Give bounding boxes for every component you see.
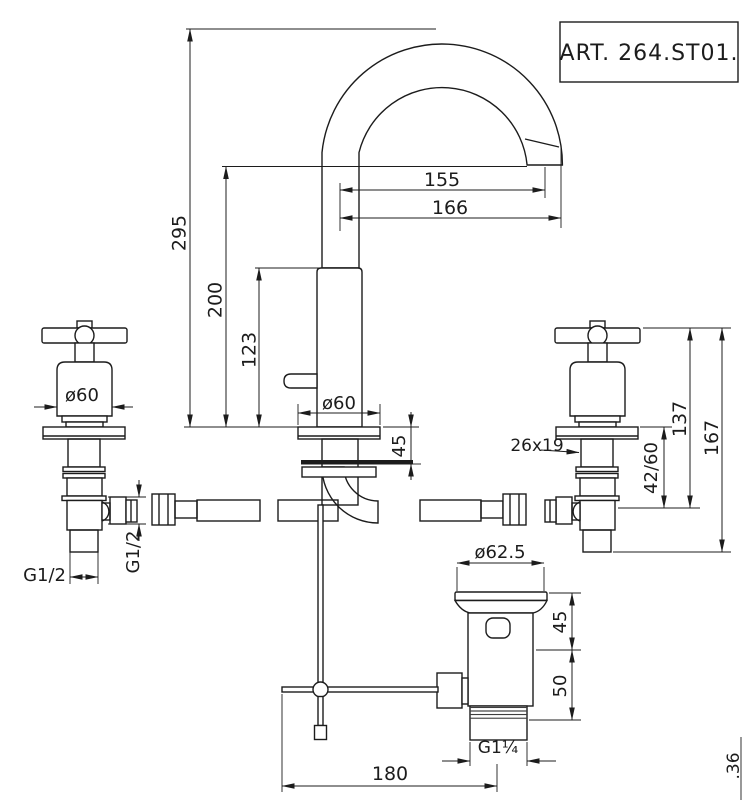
left-valve — [41, 320, 138, 553]
dim-waste-body-height: 50 — [550, 675, 571, 698]
hose-nut-left — [151, 493, 176, 526]
valve-body-right — [579, 499, 616, 531]
waste-flange — [454, 591, 548, 602]
body-side-stub — [283, 373, 318, 389]
dim-handle-total-height: 167 — [701, 420, 723, 456]
valve-bonnet-left — [56, 361, 113, 417]
lever-rod — [281, 686, 439, 693]
dim-tail-thread: G1/2 — [23, 565, 66, 586]
supply-hoses — [151, 466, 527, 526]
dim-reach-aerator: 155 — [424, 169, 460, 191]
dim-total-height: 295 — [169, 215, 191, 251]
dim-waste-diameter: ø62.5 — [474, 542, 525, 563]
dim-handle-outlet-height: 137 — [669, 401, 691, 437]
rod-end-knob — [313, 724, 328, 741]
valve-outlet-left — [109, 496, 127, 525]
dim-body-height: 123 — [239, 332, 261, 368]
dim-under-deck: 42/60 — [641, 442, 662, 494]
faucet-body — [316, 267, 363, 428]
aerator-joint — [524, 138, 560, 148]
gooseneck-spout — [321, 43, 564, 269]
hose-left — [196, 499, 261, 522]
dim-waste-thread: G1¼ — [478, 738, 518, 758]
dim-base-diameter: ø60 — [322, 393, 356, 414]
valve-outlet-right — [555, 496, 573, 525]
pop-up-waste — [436, 591, 549, 741]
dimension-annotations: 295 200 123 155 166 ø60 45 ø60 G1/2 — [23, 28, 743, 800]
right-valve — [544, 320, 641, 553]
hose-right — [419, 499, 482, 522]
hose-curve — [321, 466, 379, 524]
mounting-deck — [301, 460, 413, 465]
hose-nut-right — [502, 493, 527, 526]
valve-body-left — [66, 499, 103, 531]
dim-handle-diameter: ø60 — [65, 385, 99, 406]
lift-rod — [317, 504, 324, 684]
dim-outlet-thread: G1/2 — [123, 531, 144, 574]
title-block: ART. 264.ST01. — [559, 21, 739, 83]
article-number: ART. 264.ST01. — [560, 41, 739, 66]
dim-outlet-height: 200 — [205, 282, 227, 318]
spout-assembly — [283, 43, 564, 506]
dim-stem-size: 26x19 — [510, 436, 563, 456]
valve-tail-right — [582, 529, 612, 553]
valve-stem-right — [580, 438, 614, 468]
dim-waste-top-height: 45 — [550, 611, 571, 634]
base-flange — [297, 426, 381, 440]
ball-joint — [312, 681, 329, 698]
valve-flange-left — [42, 426, 126, 440]
waste-knurled-knob — [436, 672, 463, 709]
valve-stem-left — [67, 438, 101, 468]
valve-flange-right — [555, 426, 639, 440]
corner-mark: .36 — [724, 752, 743, 779]
pop-up-rod — [281, 504, 439, 741]
valve-tail-left — [69, 529, 99, 553]
mounting-washer — [301, 466, 377, 478]
dim-base-clamp: 45 — [389, 435, 410, 458]
dim-waste-offset: 180 — [372, 763, 408, 785]
dim-reach-overall: 166 — [432, 197, 468, 219]
valve-bonnet-right — [569, 361, 626, 417]
overflow-slot — [485, 617, 511, 639]
